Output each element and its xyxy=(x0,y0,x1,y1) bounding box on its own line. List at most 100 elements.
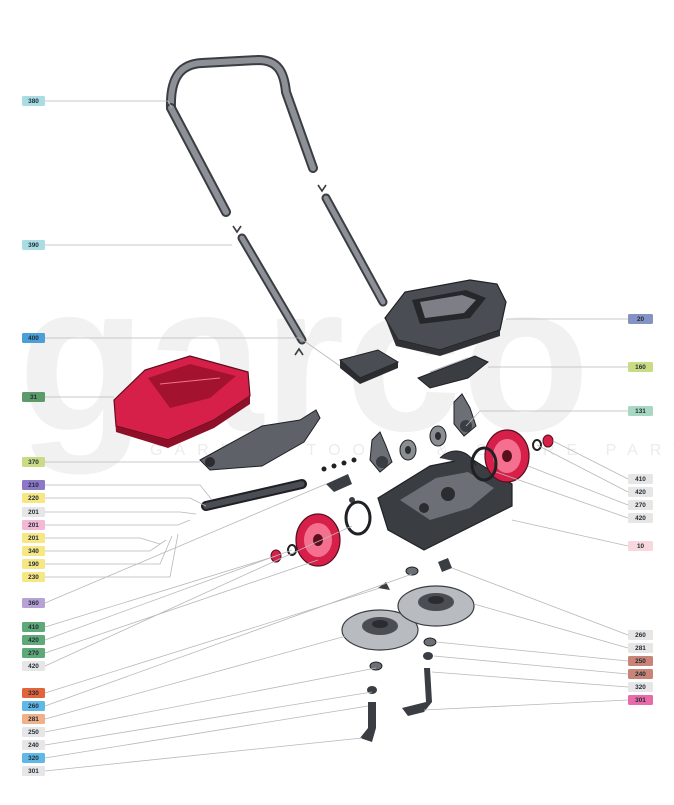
small-parts-row xyxy=(321,457,357,503)
callout-240-left-swatch xyxy=(22,740,45,750)
callout-270-right-swatch xyxy=(628,500,653,510)
callout-410-right-swatch xyxy=(628,474,653,484)
wheel-left-gear-ring xyxy=(344,500,372,536)
callout-250-right[interactable]: 250 xyxy=(628,656,653,666)
callout-131[interactable]: 131 xyxy=(628,406,653,416)
callout-201-b-swatch xyxy=(22,520,45,530)
callout-160[interactable]: 160 xyxy=(628,362,653,372)
callout-131-swatch xyxy=(628,406,653,416)
callout-250-left[interactable]: 250 xyxy=(22,727,45,737)
callout-400-swatch xyxy=(22,333,45,343)
front-bracket xyxy=(417,355,489,389)
callout-420-left-1-swatch xyxy=(22,635,45,645)
callout-301-left-label: 301 xyxy=(28,768,39,775)
callout-420-right-2-label: 420 xyxy=(635,515,646,522)
callout-270-left-swatch xyxy=(22,648,45,658)
callout-390[interactable]: 390 xyxy=(22,240,45,250)
callout-380-label: 380 xyxy=(28,98,39,105)
callout-420-right-2-swatch xyxy=(628,513,653,523)
callout-190-swatch xyxy=(22,559,45,569)
callout-210[interactable]: 210 xyxy=(22,480,45,490)
handle-lower-tube-right xyxy=(321,193,388,307)
callout-420-left-2-swatch xyxy=(22,661,45,671)
callout-301-left-swatch xyxy=(22,766,45,776)
callout-320-right-label: 320 xyxy=(635,684,646,691)
callout-301-left[interactable]: 301 xyxy=(22,766,45,776)
callout-420-left-2[interactable]: 420 xyxy=(22,661,45,671)
callout-270-left-label: 270 xyxy=(28,650,39,657)
callout-201-b-label: 201 xyxy=(28,522,39,529)
callout-160-label: 160 xyxy=(635,364,646,371)
callout-230[interactable]: 230 xyxy=(22,572,45,582)
callout-281-right-swatch xyxy=(628,643,653,653)
callout-131-label: 131 xyxy=(635,408,646,415)
callout-420-left-1[interactable]: 420 xyxy=(22,635,45,645)
callout-201-a-label: 201 xyxy=(28,509,39,516)
wheel-right-gear-ring xyxy=(470,446,498,482)
callout-201-b[interactable]: 201 xyxy=(22,520,45,530)
callout-270-right[interactable]: 270 xyxy=(628,500,653,510)
callout-220[interactable]: 220 xyxy=(22,493,45,503)
callout-281-left-label: 281 xyxy=(28,716,39,723)
callout-220-swatch xyxy=(22,493,45,503)
callout-240-right[interactable]: 240 xyxy=(628,669,653,679)
callout-281-left-swatch xyxy=(22,714,45,724)
callout-320-right-swatch xyxy=(628,682,653,692)
callout-330[interactable]: 330 xyxy=(22,688,45,698)
callout-250-right-swatch xyxy=(628,656,653,666)
callout-330-label: 330 xyxy=(28,690,39,697)
arm-lever-left xyxy=(369,431,393,473)
callout-370[interactable]: 370 xyxy=(22,457,45,467)
callout-380[interactable]: 380 xyxy=(22,96,45,106)
callout-31-swatch xyxy=(22,392,45,402)
callout-320-right[interactable]: 320 xyxy=(628,682,653,692)
callout-420-right-1-label: 420 xyxy=(635,489,646,496)
callout-420-left-1-label: 420 xyxy=(28,637,39,644)
filter-lid xyxy=(338,349,400,384)
handle-chevron-left-icon xyxy=(232,225,242,234)
callout-420-right-1-swatch xyxy=(628,487,653,497)
callout-410-left[interactable]: 410 xyxy=(22,622,45,632)
callout-260-left-swatch xyxy=(22,701,45,711)
callout-420-right-2[interactable]: 420 xyxy=(628,513,653,523)
callout-360[interactable]: 360 xyxy=(22,598,45,608)
gear-right xyxy=(429,425,447,447)
callout-250-left-swatch xyxy=(22,727,45,737)
leader-lines xyxy=(44,100,629,772)
callout-31[interactable]: 31 xyxy=(22,392,45,402)
callout-210-label: 210 xyxy=(28,482,39,489)
callout-260-right-swatch xyxy=(628,630,653,640)
callout-201-a-swatch xyxy=(22,507,45,517)
callout-270-left[interactable]: 270 xyxy=(22,648,45,658)
callout-420-right-1[interactable]: 420 xyxy=(628,487,653,497)
callout-201-c-label: 201 xyxy=(28,535,39,542)
callout-10-swatch xyxy=(628,541,653,551)
callout-20[interactable]: 20 xyxy=(628,314,653,324)
callout-201-c[interactable]: 201 xyxy=(22,533,45,543)
callout-260-left[interactable]: 260 xyxy=(22,701,45,711)
callout-260-right[interactable]: 260 xyxy=(628,630,653,640)
callout-240-right-label: 240 xyxy=(635,671,646,678)
callout-281-left[interactable]: 281 xyxy=(22,714,45,724)
side-bracket xyxy=(199,409,321,471)
disc-hub-parts xyxy=(360,558,452,742)
callout-410-left-swatch xyxy=(22,622,45,632)
callout-320-left[interactable]: 320 xyxy=(22,753,45,763)
callout-10[interactable]: 10 xyxy=(628,541,653,551)
callout-340[interactable]: 340 xyxy=(22,546,45,556)
callout-410-right[interactable]: 410 xyxy=(628,474,653,484)
callout-20-swatch xyxy=(628,314,653,324)
callout-201-a[interactable]: 201 xyxy=(22,507,45,517)
callout-281-right[interactable]: 281 xyxy=(628,643,653,653)
callout-390-swatch xyxy=(22,240,45,250)
wheel-left-red xyxy=(295,513,341,567)
callout-301-right[interactable]: 301 xyxy=(628,695,653,705)
callout-301-right-swatch xyxy=(628,695,653,705)
callout-230-swatch xyxy=(22,572,45,582)
callout-190[interactable]: 190 xyxy=(22,559,45,569)
callout-240-left[interactable]: 240 xyxy=(22,740,45,750)
callout-400[interactable]: 400 xyxy=(22,333,45,343)
callout-380-swatch xyxy=(22,96,45,106)
callout-370-swatch xyxy=(22,457,45,467)
